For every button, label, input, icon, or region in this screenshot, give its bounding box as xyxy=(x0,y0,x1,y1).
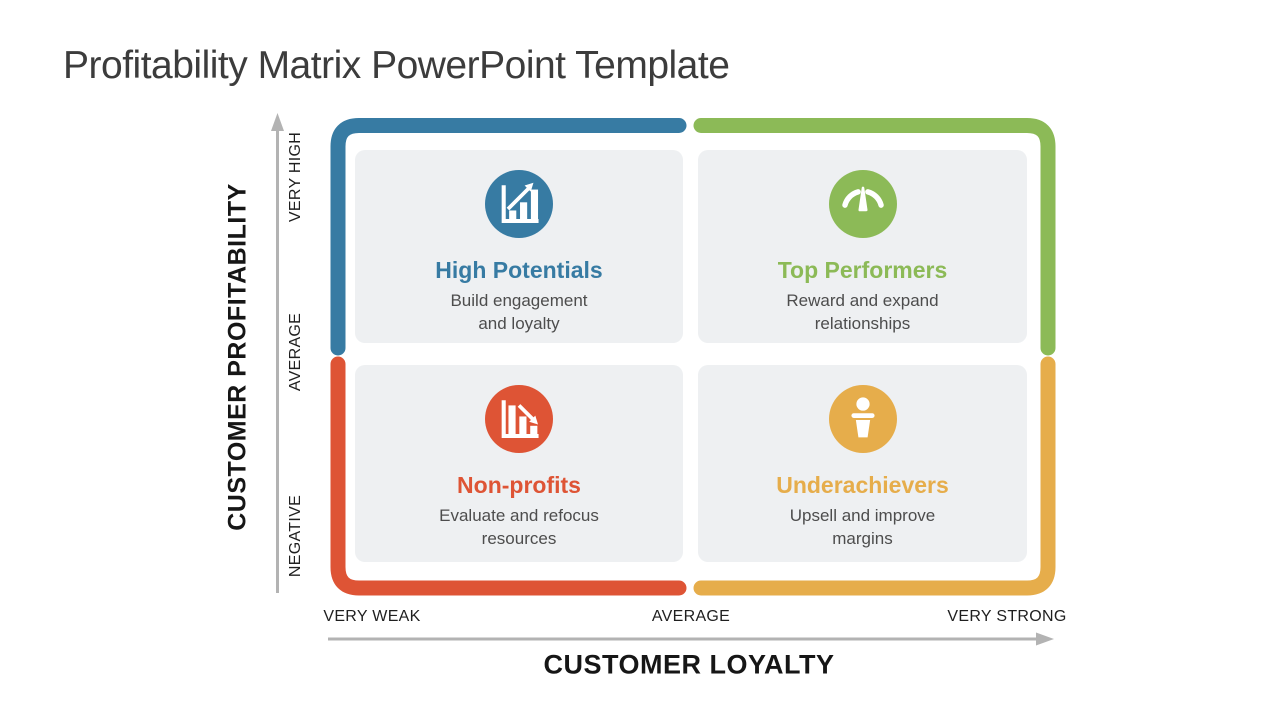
slide-title: Profitability Matrix PowerPoint Template xyxy=(63,44,730,87)
x-axis-title: CUSTOMER LOYALTY xyxy=(543,649,835,680)
frame-green xyxy=(693,118,1056,356)
frame-red xyxy=(330,356,687,596)
quadrant-desc: Reward and expand relationships xyxy=(786,289,938,335)
y-axis-title: CUSTOMER PROFITABILITY xyxy=(223,183,252,531)
frame-amber xyxy=(693,356,1056,596)
bar-chart-down-icon xyxy=(485,385,553,453)
quadrant-desc: Upsell and improve margins xyxy=(790,504,936,550)
quadrant-card-top-performers: Top Performers Reward and expand relatio… xyxy=(698,150,1027,343)
quadrant-desc-line: margins xyxy=(832,529,893,548)
quadrant-desc-line: Reward and expand xyxy=(786,291,939,310)
quadrant-desc-line: Upsell and improve xyxy=(789,506,936,525)
y-tick-very-high: VERY HIGH xyxy=(287,131,304,223)
quadrant-desc: Build engagement and loyalty xyxy=(450,289,587,335)
y-tick-negative: NEGATIVE xyxy=(287,494,304,578)
quadrant-desc-line: Evaluate and refocus xyxy=(439,506,599,525)
quadrant-desc-line: relationships xyxy=(814,314,911,333)
quadrant-card-high-potentials: High Potentials Build engagement and loy… xyxy=(355,150,683,343)
x-tick-very-strong: VERY STRONG xyxy=(947,608,1067,625)
quadrant-desc-line: Build engagement xyxy=(450,291,588,310)
quadrant-desc-line: resources xyxy=(481,529,557,548)
quadrant-desc-line: and loyalty xyxy=(478,314,560,333)
quadrant-title: Underachievers xyxy=(776,472,949,498)
podium-speaker-icon xyxy=(828,385,897,453)
quadrant-title: Non-profits xyxy=(457,472,581,498)
x-tick-average: AVERAGE xyxy=(651,608,731,625)
x-axis-arrowhead xyxy=(1036,632,1054,646)
quadrant-card-non-profits: Non-profits Evaluate and refocus resourc… xyxy=(355,365,683,562)
quadrant-card-underachievers: Underachievers Upsell and improve margin… xyxy=(698,365,1027,562)
x-tick-very-weak: VERY WEAK xyxy=(323,608,421,625)
frame-blue xyxy=(330,118,687,356)
y-axis-arrowhead xyxy=(271,113,284,131)
quadrant-title: Top Performers xyxy=(777,257,948,283)
y-tick-average: AVERAGE xyxy=(287,312,304,392)
bar-chart-up-icon xyxy=(485,170,553,238)
quadrant-desc: Evaluate and refocus resources xyxy=(439,504,599,550)
quadrant-title: High Potentials xyxy=(435,257,603,283)
gauge-icon xyxy=(828,170,897,238)
